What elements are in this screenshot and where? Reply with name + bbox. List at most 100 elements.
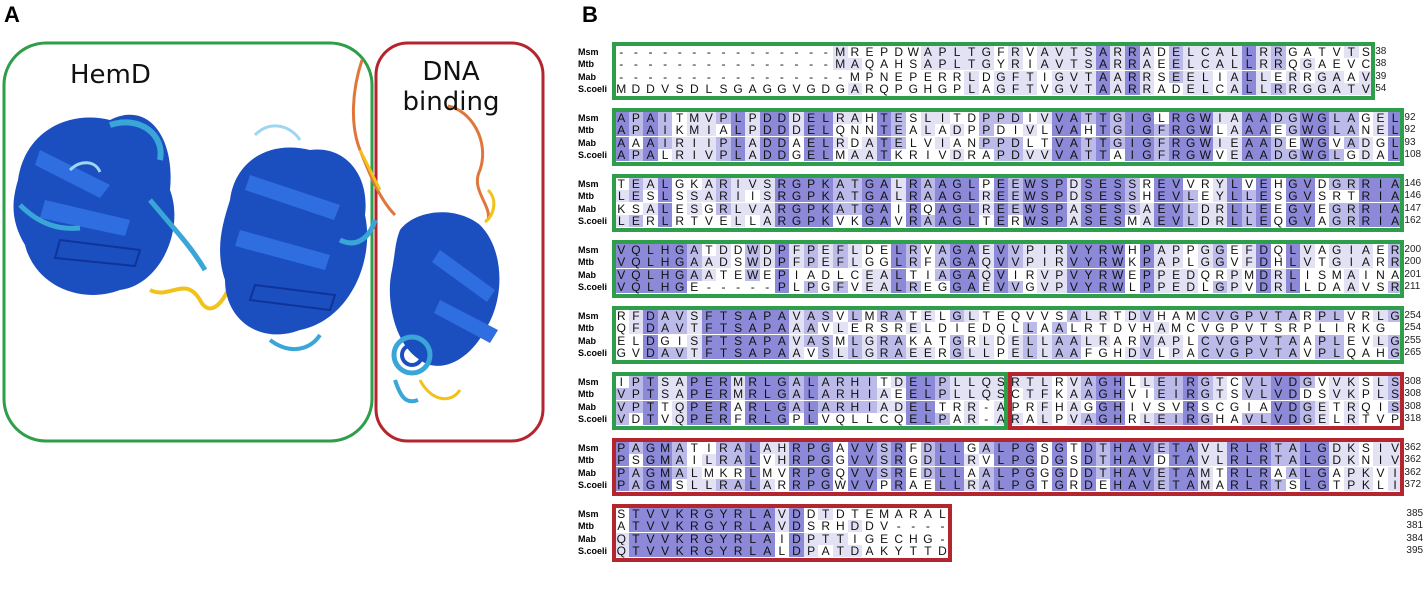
residue: A bbox=[982, 148, 991, 163]
residue-number: 146 bbox=[1404, 190, 1422, 202]
species-name: Mab bbox=[578, 203, 596, 214]
residue: W bbox=[907, 45, 919, 59]
residue: V bbox=[1066, 70, 1082, 83]
species-name: Mab bbox=[578, 401, 596, 412]
residue: E bbox=[1183, 83, 1198, 96]
residue: G bbox=[1139, 149, 1155, 162]
residue: D bbox=[894, 45, 904, 59]
residue: R bbox=[952, 69, 962, 84]
residue: T bbox=[676, 111, 684, 125]
residue: T bbox=[1095, 136, 1111, 149]
residue: A bbox=[909, 123, 918, 138]
residue: T bbox=[1081, 112, 1096, 124]
residue: D bbox=[967, 111, 977, 125]
residue: E bbox=[1168, 70, 1184, 83]
residue: - bbox=[765, 57, 770, 72]
hemd-lobe-left bbox=[13, 114, 208, 295]
residue-number: 381 bbox=[1406, 520, 1424, 532]
residue: G bbox=[1110, 124, 1125, 137]
residue-number: 147 bbox=[1404, 202, 1422, 214]
residue: N bbox=[850, 123, 860, 138]
residue: - bbox=[721, 45, 726, 59]
residue: A bbox=[847, 112, 863, 124]
residue: R bbox=[1285, 70, 1301, 83]
residue: M bbox=[849, 69, 860, 84]
residue: G bbox=[1183, 124, 1198, 137]
residue: A bbox=[862, 149, 877, 162]
residue: F bbox=[1008, 70, 1023, 83]
residue: A bbox=[631, 135, 640, 150]
residue: A bbox=[1139, 58, 1155, 71]
residue: I bbox=[1125, 149, 1140, 162]
residue: W bbox=[1198, 135, 1213, 150]
residue: L bbox=[1241, 83, 1257, 96]
residue: N bbox=[967, 135, 977, 150]
residue: R bbox=[1008, 46, 1023, 58]
residue: - bbox=[809, 69, 814, 84]
residue: C bbox=[1198, 58, 1213, 71]
residue: M bbox=[835, 148, 846, 163]
residue: E bbox=[1157, 57, 1166, 72]
residue: L bbox=[920, 124, 936, 137]
residue: F bbox=[1154, 124, 1169, 137]
residue: V bbox=[1052, 112, 1067, 124]
residue: G bbox=[1288, 45, 1298, 59]
residue: D bbox=[1171, 82, 1181, 97]
residue: E bbox=[1168, 46, 1184, 58]
residue: I bbox=[1125, 136, 1140, 149]
residue: I bbox=[657, 112, 673, 124]
residue: P bbox=[909, 69, 918, 84]
species-name: S.coeli bbox=[578, 414, 608, 425]
residue: - bbox=[663, 69, 668, 84]
residue: R bbox=[1256, 58, 1271, 71]
residue: A bbox=[847, 83, 863, 96]
residue-number: 255 bbox=[1404, 334, 1422, 346]
residue: E bbox=[803, 149, 819, 162]
residue: I bbox=[687, 136, 702, 149]
residue: G bbox=[777, 82, 787, 97]
residue-number: 308 bbox=[1404, 400, 1422, 412]
species-name: S.coeli bbox=[578, 216, 608, 227]
residue: A bbox=[643, 136, 658, 149]
residue: A bbox=[1318, 57, 1327, 72]
residue: R bbox=[1139, 83, 1155, 96]
residue: G bbox=[1314, 70, 1330, 83]
residue-number: 54 bbox=[1375, 83, 1387, 95]
residue: I bbox=[1043, 69, 1047, 84]
residue-number: 39 bbox=[1375, 70, 1387, 82]
residue: P bbox=[716, 149, 731, 162]
residue: A bbox=[1347, 69, 1356, 84]
residue: D bbox=[689, 82, 699, 97]
residue: I bbox=[1028, 111, 1032, 125]
residue: V bbox=[1347, 57, 1356, 72]
residue: D bbox=[1008, 149, 1023, 162]
residue: - bbox=[692, 57, 697, 72]
residue: P bbox=[745, 124, 760, 137]
dna-binding-region-box bbox=[612, 504, 952, 562]
residue: L bbox=[1041, 123, 1049, 138]
residue: I bbox=[935, 112, 950, 124]
residue: - bbox=[648, 57, 653, 72]
residue: A bbox=[920, 46, 936, 58]
residue: - bbox=[633, 69, 638, 84]
residue: D bbox=[760, 124, 775, 137]
residue: L bbox=[1183, 46, 1198, 58]
species-name: Msm bbox=[578, 179, 599, 189]
hemd-region-box bbox=[612, 174, 1405, 232]
residue: L bbox=[705, 82, 713, 97]
residue: L bbox=[1026, 135, 1034, 150]
residue: - bbox=[721, 69, 726, 84]
residue: R bbox=[865, 82, 874, 97]
residue: W bbox=[1198, 123, 1213, 138]
residue: V bbox=[701, 112, 717, 124]
residue: V bbox=[1040, 82, 1049, 97]
residue: H bbox=[865, 111, 874, 125]
species-name: S.coeli bbox=[578, 546, 608, 557]
residue: V bbox=[1037, 112, 1052, 124]
residue: R bbox=[1271, 83, 1286, 96]
species-name: Msm bbox=[578, 311, 599, 321]
residue: D bbox=[949, 124, 965, 137]
residue: V bbox=[1358, 83, 1374, 96]
residue: E bbox=[923, 69, 932, 84]
residue: A bbox=[745, 149, 760, 162]
